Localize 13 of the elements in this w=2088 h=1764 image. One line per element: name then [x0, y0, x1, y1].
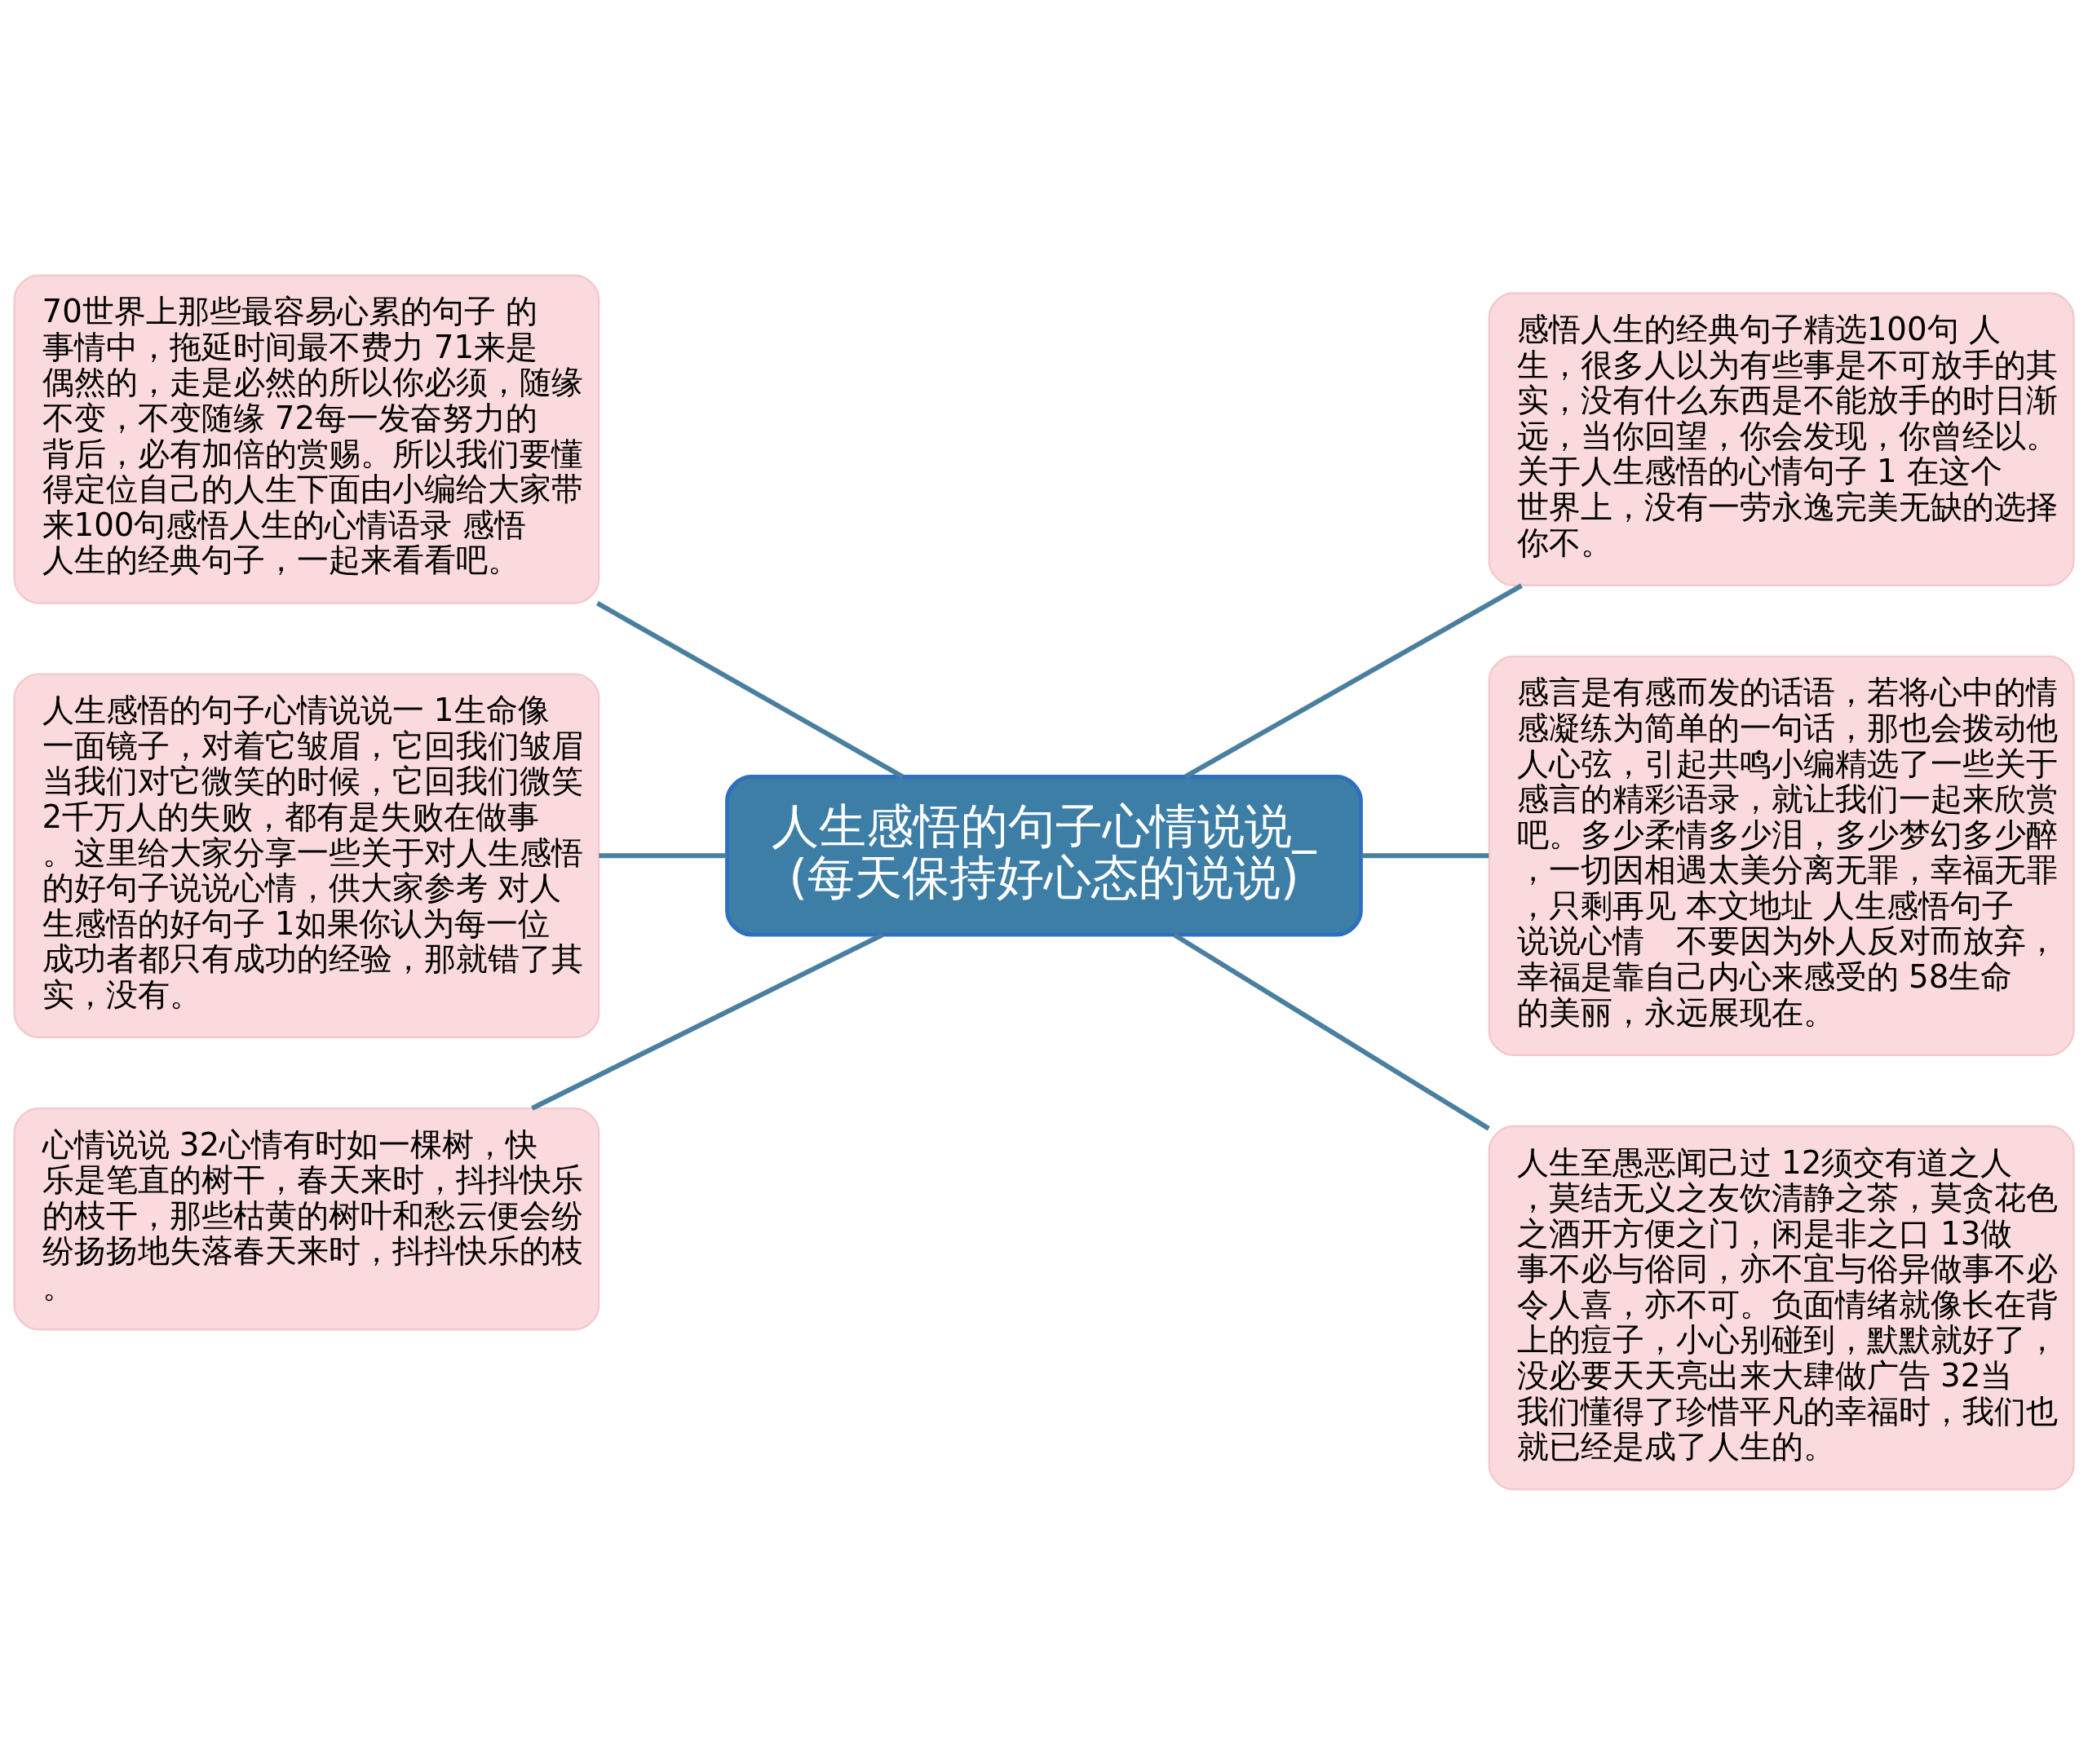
node-box: 人生至愚恶闻己过 12须交有道之人，莫结无义之友饮清静之茶，莫贪花色之酒开方便之门，闲是非之口 13做事不必与俗同，亦不宜与俗异做事不必令人喜，亦不可。负面情绪就像长在背上的痘子，小心别碰到，默默就好了，没必要天天亮出来大肆做广告 32当我们懂得了珍惜平凡的幸福时，我们也就已经是成了人生的。: [1488, 1125, 2075, 1491]
node-box: 人生感悟的句子心情说说一 1生命像一面镜子，对着它皱眉，它回我们皱眉当我们对它微笑的时候，它回我们微笑 2千万人的失败，都有是失败在做事。这里给大家分享一些关于对人生感悟的好句子说说心情，供大家参考 对人生感悟的好句子 1如果你认为每一位成功者都只有成功的经验，那就错了其实，没有。: [13, 672, 600, 1038]
connector: [599, 852, 728, 858]
node-box: 心情说说 32心情有时如一棵树，快乐是笔直的树干，春天来时，抖抖快乐的枝干，那些枯黄的树叶和愁云便会纷纷扬扬地失落春天来时，抖抖快乐的枝。: [13, 1107, 600, 1330]
node-box: 感言是有感而发的话语，若将心中的情感凝练为简单的一句话，那也会拨动他人心弦，引起共鸣小编精选了一些关于感言的精彩语录，就让我们一起来欣赏吧。多少柔情多少泪，多少梦幻多少醉，一切因相遇太美分离无罪，幸福无罪，只剩再见 本文地址 人生感悟句子说说心情 不要因为外人反对而放弃，幸福是靠自己内心来感受的 58生命的美丽，永远展现在。: [1488, 655, 2075, 1056]
connector: [1361, 852, 1489, 858]
node-box: 人生感悟的句子心情说说_(每天保持好心态的说说): [725, 774, 1363, 937]
connector: [1184, 583, 1523, 779]
node-box: 70世界上那些最容易心累的句子 的事情中，拖延时间最不费力 71来是偶然的，走是必然的所以你必须，随缘不变，不变随缘 72每一发奋努力的背后，必有加倍的赏赐。所以我们要懂得定位自己的人生下面由小编给大家带来100句感悟人生的心情语录 感悟人生的经典句子，一起来看看吧。: [13, 273, 600, 604]
connector: [531, 931, 884, 1111]
connector: [1173, 932, 1490, 1130]
connector: [595, 600, 905, 779]
node-box: 感悟人生的经典句子精选100句 人生，很多人以为有些事是不可放手的其实，没有什么东西是不能放手的时日渐远，当你回望，你会发现，你曾经以。关于人生感悟的心情句子 1 在这个世界上，没有一劳永逸完美无缺的选择你不。: [1488, 291, 2075, 586]
